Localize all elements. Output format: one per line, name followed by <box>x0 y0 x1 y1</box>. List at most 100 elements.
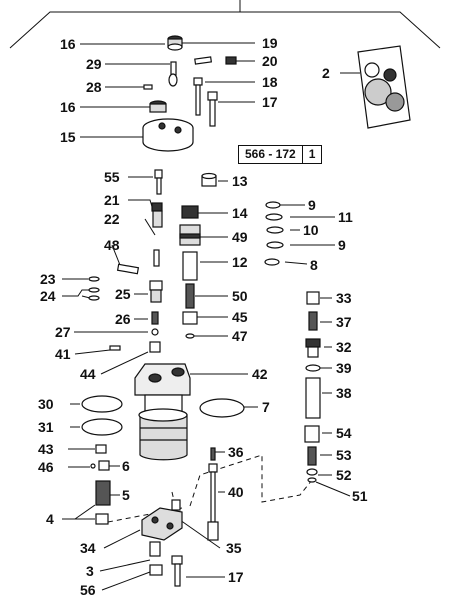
callout-label: 24 <box>40 288 56 304</box>
part-sleeve-13 <box>201 172 217 187</box>
part-screw-48 <box>116 263 140 275</box>
callout-label: 35 <box>226 540 242 556</box>
callout-label: 53 <box>336 447 352 463</box>
callout-label: 50 <box>232 288 248 304</box>
callout-label: 43 <box>38 441 54 457</box>
reference-code: 566 - 172 <box>245 147 296 161</box>
callout-label: 15 <box>60 129 76 145</box>
part-valve-21 <box>151 202 163 228</box>
part-pin-41 <box>109 345 121 351</box>
callout-label: 3 <box>86 563 94 579</box>
part-key-20 <box>225 56 237 65</box>
part-oring-7 <box>199 398 245 418</box>
callout-label: 45 <box>232 309 248 325</box>
callout-label: 28 <box>86 79 102 95</box>
part-stack-14 <box>181 205 199 219</box>
part-ring-51 <box>307 477 317 483</box>
callout-label: 25 <box>115 286 131 302</box>
callout-label: 38 <box>336 385 352 401</box>
callout-label: 48 <box>104 237 120 253</box>
part-oring-group <box>264 201 284 266</box>
part-plug-3 <box>149 541 161 557</box>
leader-line <box>128 199 154 211</box>
callout-label: 16 <box>60 99 76 115</box>
callout-label: 5 <box>122 487 130 503</box>
part-flange-15 <box>142 118 194 152</box>
callout-label: 56 <box>80 582 96 598</box>
part-screw-17b <box>171 555 183 587</box>
part-screw-17 <box>207 91 218 127</box>
callout-label: 44 <box>80 366 96 382</box>
leader-line <box>111 244 121 266</box>
reference-box: 566 - 172 1 <box>238 145 323 164</box>
part-nut-16b <box>149 100 167 113</box>
part-spring-26 <box>151 311 159 325</box>
callout-label: 36 <box>228 444 244 460</box>
callout-label: 47 <box>232 328 248 344</box>
callout-label: 2 <box>322 65 330 81</box>
callout-label: 42 <box>252 366 268 382</box>
part-oring-31 <box>81 418 123 436</box>
leader-line <box>74 349 111 355</box>
callout-label: 23 <box>40 271 56 287</box>
callout-label: 54 <box>336 425 352 441</box>
callout-label: 34 <box>80 540 96 556</box>
part-spring-50 <box>185 283 195 309</box>
callout-label: 21 <box>104 192 120 208</box>
part-seat-6 <box>98 460 110 471</box>
part-oring-30 <box>81 395 123 413</box>
callout-label: 37 <box>336 314 352 330</box>
part-plug-43 <box>95 444 107 454</box>
callout-label: 27 <box>55 324 71 340</box>
callout-label: 12 <box>232 254 248 270</box>
part-pin-36 <box>210 447 216 461</box>
leader-line <box>100 351 149 375</box>
callout-label: 55 <box>104 169 120 185</box>
leader-line <box>101 571 151 591</box>
part-gasket-kit-2 <box>357 45 411 129</box>
part-fitting-25 <box>149 280 163 303</box>
part-oring-39 <box>305 364 321 372</box>
part-pin-35 <box>171 499 181 511</box>
part-plate-34 <box>141 507 183 541</box>
callout-label: 40 <box>228 484 244 500</box>
part-cap-4 <box>95 513 109 525</box>
reference-sheet: 1 <box>301 146 322 163</box>
part-pin-19 <box>194 56 213 65</box>
callout-label: 11 <box>338 209 353 225</box>
part-seat-52 <box>306 468 318 476</box>
callout-label: 19 <box>262 35 278 51</box>
part-piston-45 <box>182 311 198 325</box>
callout-label: 51 <box>352 488 368 504</box>
callout-label: 4 <box>46 511 54 527</box>
callout-label: 31 <box>38 419 54 435</box>
leader-line <box>99 559 151 572</box>
callout-label: 39 <box>336 360 352 376</box>
leader-line <box>103 529 141 549</box>
callout-label: 9 <box>308 197 316 213</box>
leader-line <box>144 218 156 236</box>
callout-label: 32 <box>336 339 352 355</box>
callout-label: 6 <box>122 458 130 474</box>
part-seal-47 <box>185 333 195 339</box>
part-stack-49 <box>179 224 201 246</box>
callout-label: 16 <box>60 36 76 52</box>
callout-label: 14 <box>232 205 248 221</box>
part-ball-27 <box>151 328 159 336</box>
leader-line <box>62 289 91 299</box>
part-sleeve-54 <box>304 425 320 443</box>
part-cap-33 <box>306 291 320 305</box>
leader-line <box>315 481 351 497</box>
callout-label: 8 <box>310 257 318 273</box>
callout-label: 9 <box>338 237 346 253</box>
callout-label: 33 <box>336 290 352 306</box>
callout-label: 10 <box>303 222 319 238</box>
part-cap-56 <box>149 564 163 576</box>
part-screw-18 <box>193 77 203 116</box>
part-bushing-44 <box>149 341 161 353</box>
callout-label: 29 <box>86 56 102 72</box>
callout-label: 26 <box>115 311 131 327</box>
part-nut-16 <box>167 35 183 51</box>
part-spring-53 <box>307 446 317 466</box>
part-plunger-22 <box>153 249 160 267</box>
